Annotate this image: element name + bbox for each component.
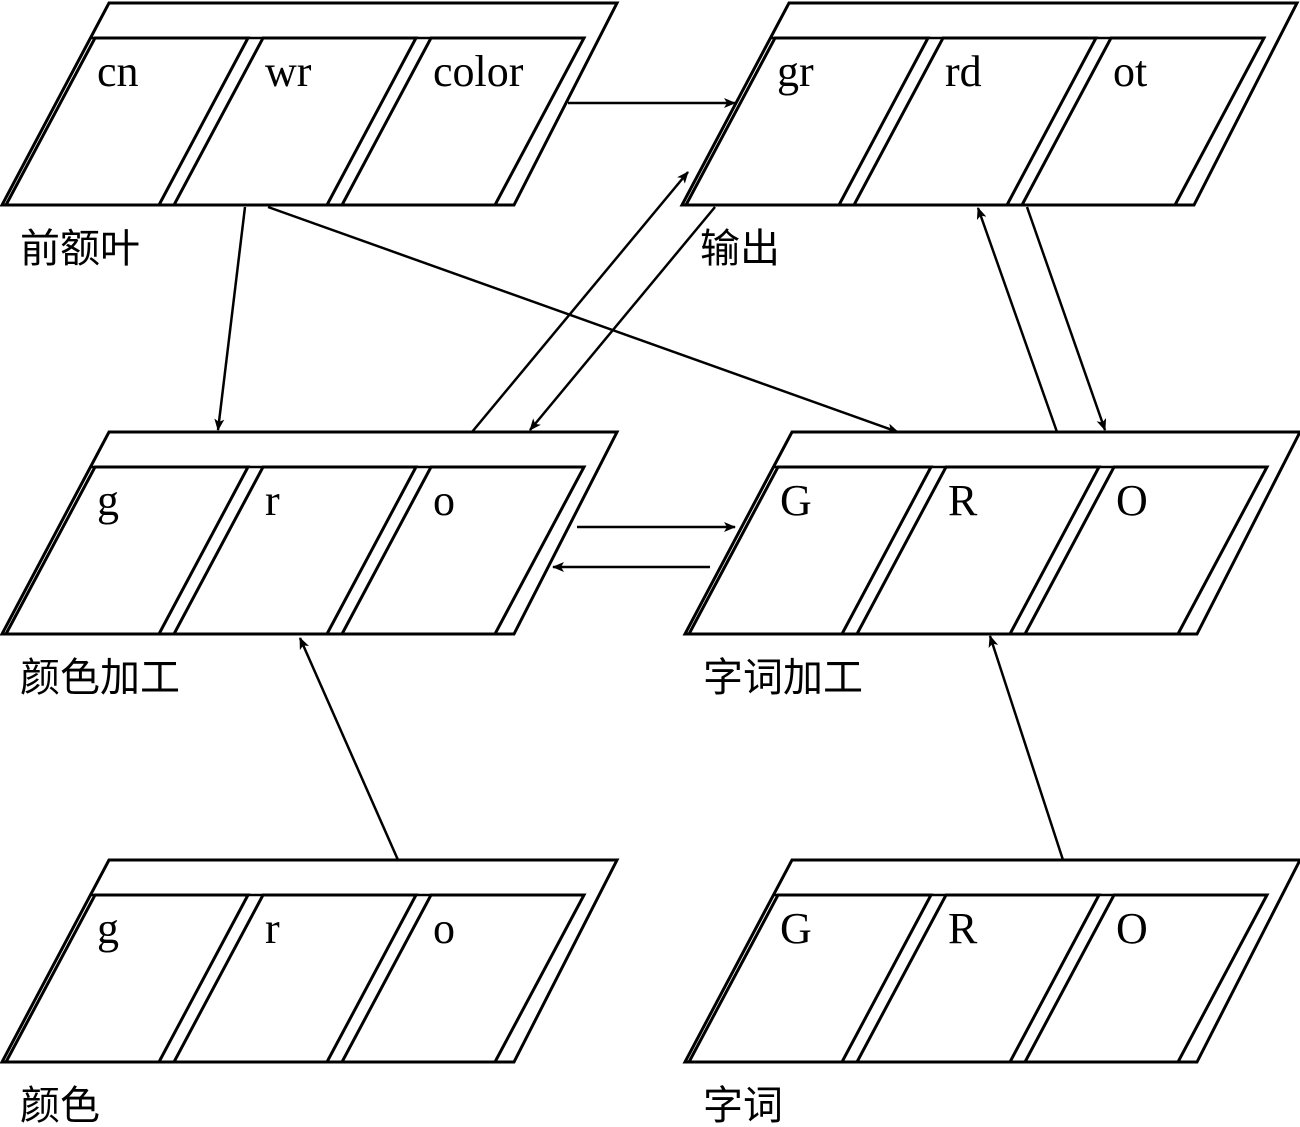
unit-cell xyxy=(686,893,934,1064)
unit-label: rd xyxy=(945,47,982,96)
module-word-input: G R O 字词 xyxy=(682,858,1300,1127)
unit-cell xyxy=(3,465,251,636)
unit-label: wr xyxy=(265,47,312,96)
unit-label: cn xyxy=(97,47,139,96)
unit-label: g xyxy=(97,904,119,953)
module-label: 输出 xyxy=(700,226,780,272)
module-label: 颜色 xyxy=(20,1083,100,1127)
unit-cell xyxy=(1019,36,1267,207)
arrow-output-to-word-processing xyxy=(1025,206,1107,431)
unit-label: R xyxy=(948,904,978,953)
unit-cell xyxy=(1022,465,1270,636)
unit-label: R xyxy=(948,476,978,525)
unit-label: G xyxy=(780,904,812,953)
unit-cell xyxy=(1022,893,1270,1064)
unit-label: r xyxy=(265,476,280,525)
arrow-color-input-to-color-processing xyxy=(298,637,400,861)
unit-label: color xyxy=(433,47,524,96)
unit-cell xyxy=(854,465,1102,636)
unit-cell xyxy=(686,465,934,636)
module-label: 前额叶 xyxy=(20,226,140,272)
unit-label: G xyxy=(780,476,812,525)
module-color-processing: g r o 颜色加工 xyxy=(0,430,620,701)
unit-label: g xyxy=(97,476,119,525)
unit-label: r xyxy=(265,904,280,953)
module-color-input: g r o 颜色 xyxy=(0,858,620,1127)
unit-cell xyxy=(3,893,251,1064)
module-label: 字词 xyxy=(703,1083,783,1127)
unit-cell xyxy=(851,36,1099,207)
module-prefrontal: cn wr color 前额叶 xyxy=(0,1,620,272)
unit-cell xyxy=(171,893,419,1064)
unit-label: gr xyxy=(777,47,814,96)
unit-cell xyxy=(171,465,419,636)
module-label: 字词加工 xyxy=(703,655,863,701)
unit-cell xyxy=(339,465,587,636)
arrow-color-processing-to-output xyxy=(471,171,689,433)
arrow-word-processing-to-output xyxy=(976,207,1059,433)
module-output: gr rd ot 输出 xyxy=(679,1,1300,272)
arrow-prefrontal-to-color-processing xyxy=(214,206,247,431)
unit-cell xyxy=(339,36,587,207)
unit-label: o xyxy=(433,904,455,953)
unit-cell xyxy=(171,36,419,207)
unit-label: O xyxy=(1116,476,1148,525)
arrow-output-to-color-processing xyxy=(529,206,716,431)
unit-label: ot xyxy=(1113,47,1147,96)
unit-cell xyxy=(339,893,587,1064)
unit-label: o xyxy=(433,476,455,525)
unit-label: O xyxy=(1116,904,1148,953)
unit-cell xyxy=(3,36,251,207)
unit-cell xyxy=(854,893,1102,1064)
arrow-prefrontal-to-word-processing xyxy=(267,205,899,434)
module-label: 颜色加工 xyxy=(20,655,180,701)
arrow-word-input-to-word-processing xyxy=(988,635,1065,861)
unit-cell xyxy=(683,36,931,207)
module-word-processing: G R O 字词加工 xyxy=(682,430,1300,701)
